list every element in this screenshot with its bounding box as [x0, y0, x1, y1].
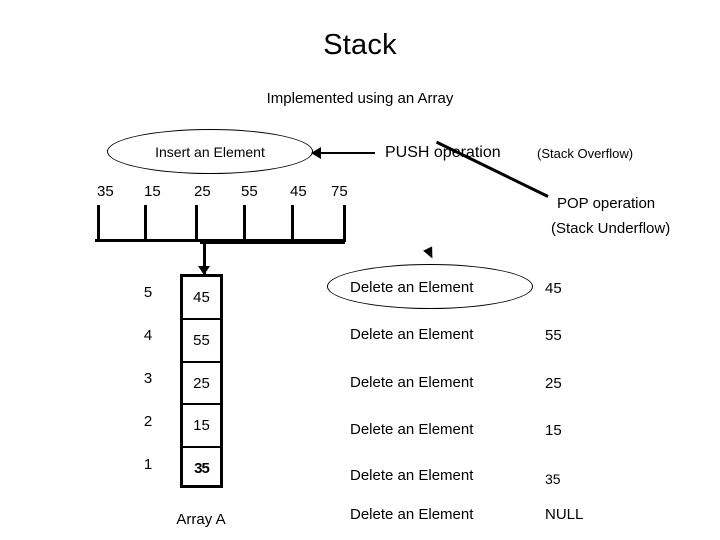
array-caption: Array A — [176, 511, 226, 528]
bracket-arrow-icon — [198, 266, 210, 275]
delete-operation-label: Delete an Element — [350, 506, 474, 523]
array-cell: 35 — [194, 460, 210, 478]
pop-arrow-icon — [423, 246, 437, 261]
delete-operation-value: 45 — [545, 280, 562, 297]
stack-underflow-label: (Stack Underflow) — [551, 220, 671, 237]
delete-operation-label: Delete an Element — [350, 467, 474, 484]
delete-operation-value: 55 — [545, 327, 562, 344]
bracket-tick-line — [291, 205, 294, 242]
bracket-tick-line — [343, 205, 346, 242]
delete-operation-label: Delete an Element — [350, 374, 474, 391]
delete-operation-label: Delete an Element — [350, 421, 474, 438]
input-value: 75 — [331, 183, 348, 200]
bracket-horizontal-bar — [95, 239, 345, 242]
push-arrow-line — [319, 152, 375, 154]
delete-element-ellipse — [327, 264, 533, 309]
delete-operation-label: Delete an Element — [350, 326, 474, 343]
bracket-tick-line — [144, 205, 147, 242]
bracket-tick-line — [243, 205, 246, 242]
input-value: 25 — [194, 183, 211, 200]
push-operation-label: PUSH operation — [385, 144, 501, 161]
array-index-label: 4 — [143, 327, 153, 344]
page-title: Stack — [323, 29, 397, 61]
push-arrow-icon — [311, 147, 321, 159]
array-cell: 55 — [183, 320, 220, 363]
delete-operation-value: 35 — [545, 471, 561, 487]
array-index-label: 2 — [143, 413, 153, 430]
stack-overflow-label: (Stack Overflow) — [537, 146, 634, 161]
bracket-horizontal-bar-secondary — [200, 241, 345, 244]
input-value: 15 — [144, 183, 161, 200]
array-cell: 45 — [183, 277, 220, 320]
delete-operation-value: 15 — [545, 422, 562, 439]
array-index-label: 1 — [143, 456, 153, 473]
array-index-label: 3 — [143, 370, 153, 387]
array-index-label: 5 — [143, 284, 153, 301]
bracket-stem-line — [203, 241, 206, 274]
page-subtitle: Implemented using an Array — [266, 90, 454, 107]
input-value: 55 — [241, 183, 258, 200]
delete-operation-value: 25 — [545, 375, 562, 392]
pop-operation-label: POP operation — [557, 195, 656, 212]
bracket-tick-line — [97, 205, 100, 242]
bracket-tick-line — [195, 205, 198, 242]
array-cell: 15 — [183, 405, 220, 449]
delete-operation-label: Delete an Element — [350, 279, 474, 296]
input-value: 35 — [97, 183, 114, 200]
insert-element-label: Insert an Element — [155, 144, 265, 160]
delete-operation-value: NULL — [545, 506, 584, 523]
array-cell: 25 — [183, 363, 220, 406]
input-value: 45 — [290, 183, 307, 200]
